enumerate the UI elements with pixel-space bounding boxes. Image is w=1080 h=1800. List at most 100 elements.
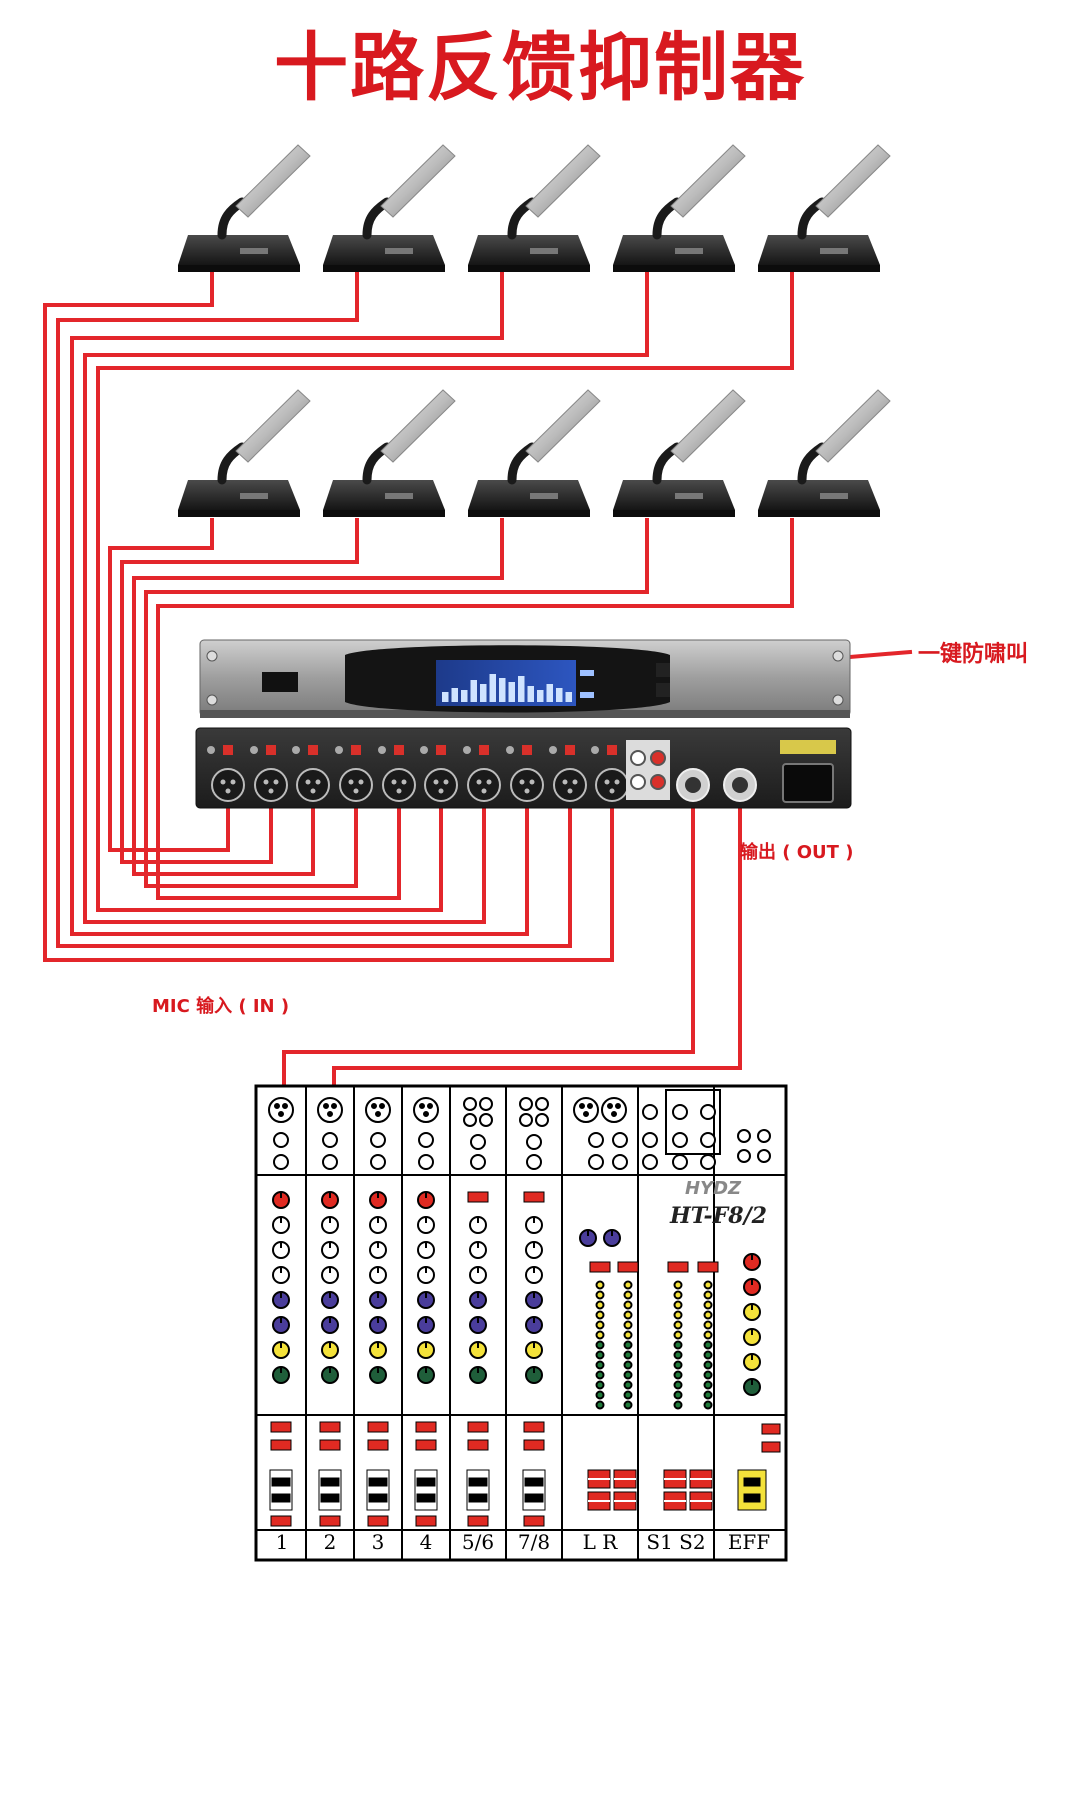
rca-jack [650, 750, 666, 766]
jack-output [757, 1149, 771, 1163]
mic-input-label: MIC 输入 ( IN ) [152, 996, 290, 1017]
phantom-led [351, 745, 361, 755]
xlr-input-jack [595, 768, 629, 802]
jack-input [418, 1132, 434, 1148]
meter-led [703, 1280, 713, 1290]
xlr-pin [572, 779, 578, 785]
rca-jack [630, 774, 646, 790]
spectrum-bar [470, 680, 477, 702]
jack-output [672, 1132, 688, 1148]
mode-button [656, 683, 670, 697]
meter-led [595, 1400, 605, 1410]
jack-output [700, 1104, 716, 1120]
xlr-pin [315, 779, 321, 785]
xlr-pin [529, 779, 535, 785]
spectrum-bar [556, 688, 563, 702]
xlr-pin [225, 788, 231, 794]
mixer-channel-label: 4 [419, 1530, 433, 1554]
xlr-pin [611, 1111, 617, 1117]
select-button [270, 1515, 292, 1527]
fader-slot [522, 1469, 546, 1511]
phantom-led [522, 745, 532, 755]
mic-cable [156, 518, 794, 900]
microphone-icon [613, 389, 746, 517]
meter-led [703, 1310, 713, 1320]
rca-jack [630, 750, 646, 766]
microphone-icon [758, 389, 891, 517]
power-inlet [782, 763, 834, 803]
microphone-icon [468, 389, 601, 517]
xlr-input-jack [553, 768, 587, 802]
meter-led [623, 1330, 633, 1340]
jack-output [757, 1129, 771, 1143]
meter-led [703, 1400, 713, 1410]
mixer-model: HT-F8/2 [670, 1203, 767, 1229]
select-button [319, 1515, 341, 1527]
microphone-icon [178, 144, 311, 272]
spectrum-bar [451, 688, 458, 702]
xlr-output-socket [732, 777, 748, 793]
meter-led [703, 1390, 713, 1400]
mixer-channel-label: 3 [371, 1530, 385, 1554]
phantom-led [394, 745, 404, 755]
meter-led [595, 1280, 605, 1290]
fader-cap [320, 1493, 340, 1503]
phantom-led [436, 745, 446, 755]
xlr-input-jack [296, 768, 330, 802]
line-switch [467, 1191, 489, 1203]
microphone-icon [758, 144, 891, 272]
master-button [697, 1261, 719, 1273]
mixer-channel-label: 7/8 [517, 1530, 551, 1554]
mic-cable [144, 518, 649, 888]
meter-led [623, 1360, 633, 1370]
jack-output [700, 1154, 716, 1170]
phantom-led [266, 745, 276, 755]
mixer-controls [268, 1089, 781, 1527]
wire-group [43, 268, 913, 1090]
spectrum-bar [499, 678, 506, 702]
rack-screw [832, 694, 844, 706]
fader-cap [416, 1477, 436, 1487]
meter-led [703, 1330, 713, 1340]
fader-cap [524, 1477, 544, 1487]
xlr-pin [587, 1103, 593, 1109]
meter-led [623, 1390, 633, 1400]
output-jack-block [665, 1089, 721, 1155]
xlr-input-jack [424, 768, 458, 802]
xlr-output-socket [685, 777, 701, 793]
mixer-channel-label: 2 [323, 1530, 337, 1554]
meter-led [595, 1320, 605, 1330]
fader-cap [468, 1493, 488, 1503]
xlr-pin [481, 788, 487, 794]
microphone-icon [323, 389, 456, 517]
front-panel-lip [200, 710, 850, 718]
meter-led [623, 1280, 633, 1290]
fader-cap [368, 1493, 388, 1503]
mic-cable [70, 268, 529, 936]
spectrum-bar [508, 682, 515, 702]
rack-screw [206, 694, 218, 706]
xlr-pin [396, 788, 402, 794]
mute-button [523, 1421, 545, 1433]
meter-led [623, 1290, 633, 1300]
xlr-pin [230, 779, 236, 785]
mic-cable [43, 268, 614, 962]
xlr-pin [282, 1103, 288, 1109]
meter-led [673, 1310, 683, 1320]
xlr-pin [371, 1103, 377, 1109]
fader-slot [318, 1469, 342, 1511]
xlr-pin [583, 1111, 589, 1117]
gain-knob [506, 746, 514, 754]
meter-led [623, 1400, 633, 1410]
jack-input [322, 1154, 338, 1170]
meter-led [595, 1290, 605, 1300]
mic-cable [96, 268, 794, 912]
xlr-pin [353, 788, 359, 794]
xlr-pin [331, 1103, 337, 1109]
meter-led [673, 1280, 683, 1290]
meter-led [703, 1320, 713, 1330]
microphone-icon [468, 144, 601, 272]
mute-button [367, 1421, 389, 1433]
meter-led [673, 1340, 683, 1350]
spectrum-bar [546, 684, 553, 702]
